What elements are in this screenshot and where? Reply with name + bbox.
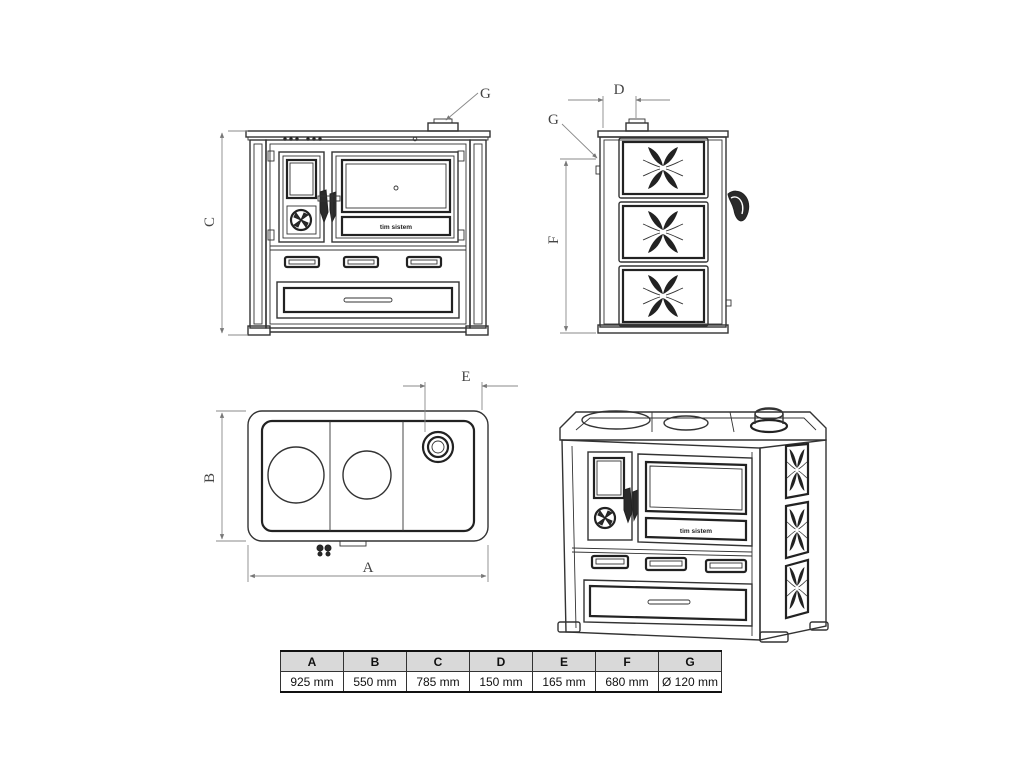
dimension-d-label: D xyxy=(614,82,625,98)
isometric-view: tim sistem xyxy=(557,407,829,643)
iso-brand-label: tim sistem xyxy=(680,528,712,535)
front-brand-label: tim sistem xyxy=(380,224,412,231)
dimension-e-label: E xyxy=(461,369,470,385)
spec-value-e: 165 mm xyxy=(532,671,596,693)
dimension-a: A xyxy=(247,545,489,582)
dimension-f-label: F xyxy=(546,236,562,244)
dimension-spec-table: A B C D E F G 925 mm 550 mm 785 mm 150 m… xyxy=(280,650,722,693)
dimension-g-front-label: G xyxy=(480,86,491,102)
spec-value-c: 785 mm xyxy=(406,671,470,693)
dimension-d: D xyxy=(568,82,670,128)
dimension-g-front: G xyxy=(445,86,491,121)
top-view xyxy=(247,410,489,557)
spec-header-row: A B C D E F G xyxy=(280,650,722,672)
dimension-a-label: A xyxy=(363,560,374,576)
dimension-b: B xyxy=(202,410,246,542)
spec-value-b: 550 mm xyxy=(343,671,407,693)
spec-header-d: D xyxy=(469,650,533,672)
spec-header-b: B xyxy=(343,650,407,672)
spec-header-g: G xyxy=(658,650,722,672)
dimension-c: C xyxy=(202,130,248,336)
dimension-b-label: B xyxy=(202,473,218,483)
front-view: tim sistem xyxy=(245,118,491,336)
front-door-handles xyxy=(317,189,341,224)
spec-header-a: A xyxy=(280,650,344,672)
side-view xyxy=(595,118,750,334)
spec-value-g: Ø 120 mm xyxy=(658,671,722,693)
spec-header-c: C xyxy=(406,650,470,672)
spec-value-a: 925 mm xyxy=(280,671,344,693)
spec-header-f: F xyxy=(595,650,659,672)
spec-header-e: E xyxy=(532,650,596,672)
spec-value-d: 150 mm xyxy=(469,671,533,693)
dimension-c-label: C xyxy=(202,217,218,227)
dimension-e: E xyxy=(403,369,518,432)
dimension-g-side-label: G xyxy=(548,112,559,128)
dimension-f: F xyxy=(546,158,596,334)
dimension-g-side: G xyxy=(548,112,598,159)
spec-value-row: 925 mm 550 mm 785 mm 150 mm 165 mm 680 m… xyxy=(280,671,722,693)
spec-value-f: 680 mm xyxy=(595,671,659,693)
